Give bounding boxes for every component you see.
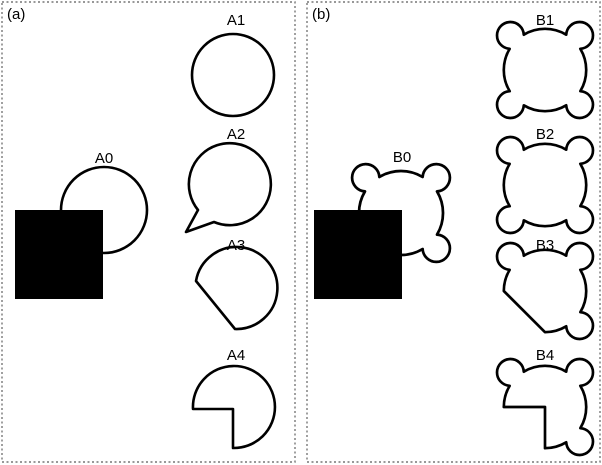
a4-notched-circle: [191, 364, 277, 450]
a2-bubble: [184, 141, 273, 234]
panel-b-label: (b): [312, 6, 330, 23]
shape-a4: A4: [191, 347, 277, 450]
shape-a1: A1: [190, 12, 276, 118]
b4-notched-blob: [495, 357, 595, 457]
b2-blob: [495, 135, 595, 235]
b0-black-square: [314, 210, 402, 299]
shape-b2: B2: [495, 126, 595, 235]
panel-b: (b) B0 B1 B2 B3 B4: [306, 1, 601, 463]
shape-b4: B4: [495, 347, 595, 457]
panel-a: (a) A0 A1 A2 A3 A4: [1, 1, 296, 463]
shape-b0: B0: [314, 149, 452, 299]
a4-label: A4: [227, 347, 245, 364]
b2-label: B2: [536, 126, 554, 143]
panel-b-frame: [306, 1, 601, 463]
a2-label: A2: [227, 126, 245, 143]
shape-a2: A2: [184, 126, 273, 234]
shape-a3: A3: [194, 237, 279, 331]
panel-a-frame: [1, 1, 296, 463]
a3-label: A3: [227, 237, 245, 254]
panel-a-label: (a): [7, 6, 25, 23]
b3-label: B3: [536, 237, 554, 254]
a0-black-square: [15, 210, 103, 299]
a0-label: A0: [95, 150, 113, 167]
a3-cut-circle: [194, 245, 279, 331]
a1-label: A1: [227, 12, 245, 29]
a1-circle: [190, 32, 276, 118]
shape-a0: A0: [15, 150, 149, 299]
b4-label: B4: [536, 347, 554, 364]
b0-label: B0: [393, 149, 411, 166]
b1-label: B1: [536, 12, 554, 29]
shape-b3: B3: [495, 237, 595, 341]
b3-cut-blob: [495, 241, 595, 341]
shape-b1: B1: [495, 12, 595, 120]
b1-blob: [495, 20, 595, 120]
